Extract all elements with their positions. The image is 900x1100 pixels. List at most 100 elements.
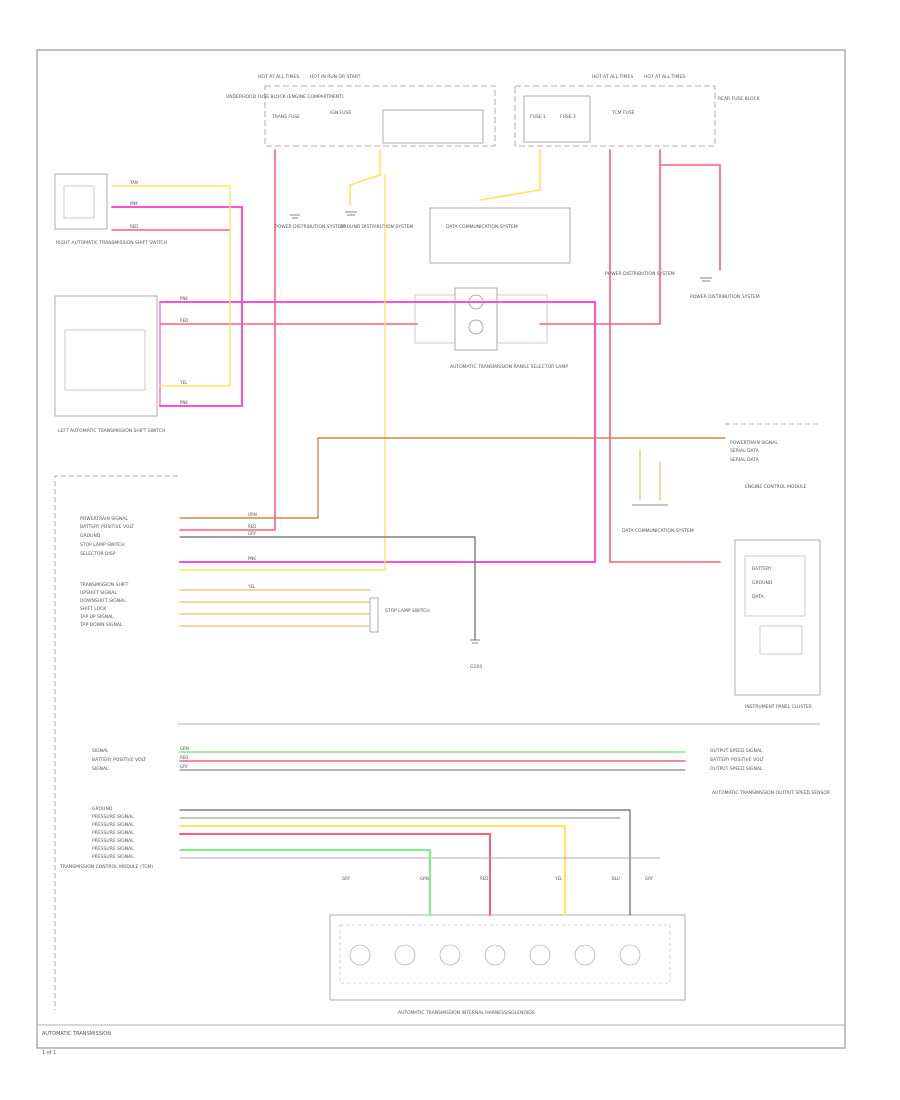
ground-point: G104 <box>470 664 482 670</box>
wire-gray-1 <box>179 536 476 641</box>
wire-pink-1 <box>159 301 596 563</box>
underhood-fuse-block-label: UNDERHOOD FUSE BLOCK (ENGINE COMPARTMENT… <box>226 94 344 100</box>
wire-color-labels: PNK RED YEL PNK TAN PNK RED ORN RED GRY … <box>129 180 654 881</box>
tcm-pin-label: TRANSMISSION SHIFT <box>79 582 129 588</box>
data-link-label: DATA COMMUNICATION SYSTEM <box>446 224 518 230</box>
tcm-pin-label: PRESSURE SIGNAL <box>92 822 134 828</box>
tcm-pin-label: SELECTOR DISP <box>80 551 116 557</box>
wire-label: PNK <box>248 556 256 561</box>
wires <box>111 149 726 916</box>
instrument-panel-cluster: BATTERY GROUND DATA INSTRUMENT PANEL CLU… <box>734 539 821 710</box>
wire-label: YEL <box>554 876 563 881</box>
wire-yellow-5 <box>179 825 566 916</box>
wire-yellow-1 <box>349 149 381 206</box>
ground-point-label: G104 <box>470 664 482 670</box>
wire-label: PNK <box>180 296 188 301</box>
wire-label: YEL <box>247 584 256 589</box>
right-shift-switch-label: RIGHT AUTOMATIC TRANSMISSION SHIFT SWITC… <box>56 240 167 246</box>
wire-yellow-3 <box>479 149 541 201</box>
stop-lamp-switch: STOP LAMP SWITCH <box>369 597 430 633</box>
wire-yellow-4 <box>111 185 231 387</box>
tcm-pin-label: GROUND <box>92 806 113 812</box>
wire-label: ORN <box>248 512 257 517</box>
fuse-tcm: TCM FUSE <box>611 110 635 116</box>
output-speed-sensor: OUTPUT SPEED SIGNAL BATTERY POSITIVE VOL… <box>710 748 830 796</box>
wire-label: RED <box>248 524 256 529</box>
solenoid-assembly-label: AUTOMATIC TRANSMISSION INTERNAL HARNESS/… <box>398 1010 535 1016</box>
power-dist-3-label: POWER DISTRIBUTION SYSTEM <box>605 271 675 277</box>
wire-gray-2 <box>179 809 631 916</box>
page-code: 1 of 1 <box>42 1050 56 1056</box>
tcm-pin-label: STOP LAMP SWITCH <box>80 542 125 548</box>
ecm-pin-label: SERIAL DATA <box>730 457 760 463</box>
tcm-pin-label: TAP DOWN SIGNAL <box>79 622 123 628</box>
wire-red-8 <box>179 833 491 916</box>
data-link-connector-label: DATA COMMUNICATION SYSTEM <box>622 528 694 534</box>
tcm-pin-label: PRESSURE SIGNAL <box>92 846 134 852</box>
wire-green-2 <box>179 849 431 916</box>
diagram-frame <box>36 49 846 1049</box>
section-title: AUTOMATIC TRANSMISSION <box>42 1031 111 1037</box>
speed-sensor-pin-label: OUTPUT SPEED SIGNAL <box>710 748 763 754</box>
wire-label: PNK <box>130 201 138 206</box>
ground-symbols <box>290 211 712 644</box>
tcm-pin-label: POWERTRAIN SIGNAL <box>80 516 128 522</box>
speed-sensor-pin-label: OUTPUT SPEED SIGNAL <box>710 766 763 772</box>
tcm-pin-label: SHIFT LOCK <box>80 606 107 612</box>
cluster-pin-label: GROUND <box>752 580 773 586</box>
rear-fuse-block: HOT AT ALL TIMES HOT AT ALL TIMES REAR F… <box>514 74 761 147</box>
tcm-label: TRANSMISSION CONTROL MODULE (TCM) <box>59 864 153 870</box>
tcm-pin-label: PRESSURE SIGNAL <box>92 854 134 860</box>
wire-red-1 <box>179 149 276 531</box>
range-selector-lamp-label: AUTOMATIC TRANSMISSION RANGE SELECTOR LA… <box>450 364 568 370</box>
tcm-pin-label: SIGNAL <box>92 748 109 754</box>
wire-red-5 <box>609 149 721 563</box>
tcm-pin-label: PRESSURE SIGNAL <box>92 838 134 844</box>
ground-dist-label: GROUND DISTRIBUTION SYSTEM <box>340 224 413 230</box>
wire-yellow-2 <box>179 174 386 571</box>
wire-label: GRN <box>180 746 189 751</box>
tcm-pin-label: GROUND <box>80 533 101 539</box>
wire-label: TAN <box>129 180 138 185</box>
tcm-pin-labels-bottom: GROUND PRESSURE SIGNAL PRESSURE SIGNAL P… <box>92 806 134 860</box>
wire-label: BLU <box>612 876 620 881</box>
tcm-pin-label: TAP UP SIGNAL <box>79 614 114 620</box>
wire-red-3 <box>539 149 661 325</box>
cluster-label: INSTRUMENT PANEL CLUSTER <box>745 704 812 710</box>
fuse-label-hot-4: HOT AT ALL TIMES <box>644 74 685 80</box>
solenoid-assembly: AUTOMATIC TRANSMISSION INTERNAL HARNESS/… <box>329 914 686 1016</box>
speed-sensor-pin-label: BATTERY POSITIVE VOLT <box>710 757 764 763</box>
fuse-label-hot-2: HOT IN RUN OR START <box>310 74 361 80</box>
fuse-2: FUSE 2 <box>560 114 576 120</box>
engine-control-module: POWERTRAIN SIGNAL SERIAL DATA SERIAL DAT… <box>725 423 820 490</box>
tcm-pin-label: DOWNSHIFT SIGNAL <box>80 598 126 604</box>
tcm-pin-label: SIGNAL <box>92 766 109 772</box>
fuse-label-hot-1: HOT AT ALL TIMES <box>258 74 299 80</box>
cluster-pin-label: DATA <box>752 594 765 600</box>
wire-label: GRY <box>248 531 257 536</box>
power-dist-1-label: POWER DISTRIBUTION SYSTEM <box>275 224 345 230</box>
rear-fuse-block-label: REAR FUSE BLOCK <box>718 96 761 102</box>
fuse-trans: TRANS FUSE <box>271 114 300 120</box>
tcm-pin-label: PRESSURE SIGNAL <box>92 830 134 836</box>
range-selector-lamp: AUTOMATIC TRANSMISSION RANGE SELECTOR LA… <box>414 287 568 370</box>
wire-label: GRY <box>645 876 654 881</box>
underhood-fuse-block: HOT AT ALL TIMES HOT IN RUN OR START UND… <box>226 74 496 147</box>
ecm-pin-label: SERIAL DATA <box>730 448 760 454</box>
stop-lamp-switch-label: STOP LAMP SWITCH <box>385 608 430 614</box>
tcm-pin-labels-upper: POWERTRAIN SIGNAL BATTERY POSITIVE VOLT … <box>79 516 134 628</box>
wire-label: RED <box>180 755 188 760</box>
cluster-pin-label: BATTERY <box>752 566 772 572</box>
power-dist-4-label: POWER DISTRIBUTION SYSTEM <box>690 294 760 300</box>
tcm-pin-label: BATTERY POSITIVE VOLT <box>92 757 146 763</box>
tcm-pin-labels-lower: SIGNAL BATTERY POSITIVE VOLT SIGNAL <box>92 748 146 772</box>
ecm-pin-label: POWERTRAIN SIGNAL <box>730 440 778 446</box>
wire-pink-2 <box>111 206 243 407</box>
left-shift-switch-label: LEFT AUTOMATIC TRANSMISSION SHIFT SWITCH <box>58 428 165 434</box>
wire-label: RED <box>180 318 188 323</box>
wire-label: PNK <box>180 400 188 405</box>
ecm-label: ENGINE CONTROL MODULE <box>745 484 807 490</box>
right-shift-switch: RIGHT AUTOMATIC TRANSMISSION SHIFT SWITC… <box>54 173 167 246</box>
wire-label: YEL <box>179 380 188 385</box>
